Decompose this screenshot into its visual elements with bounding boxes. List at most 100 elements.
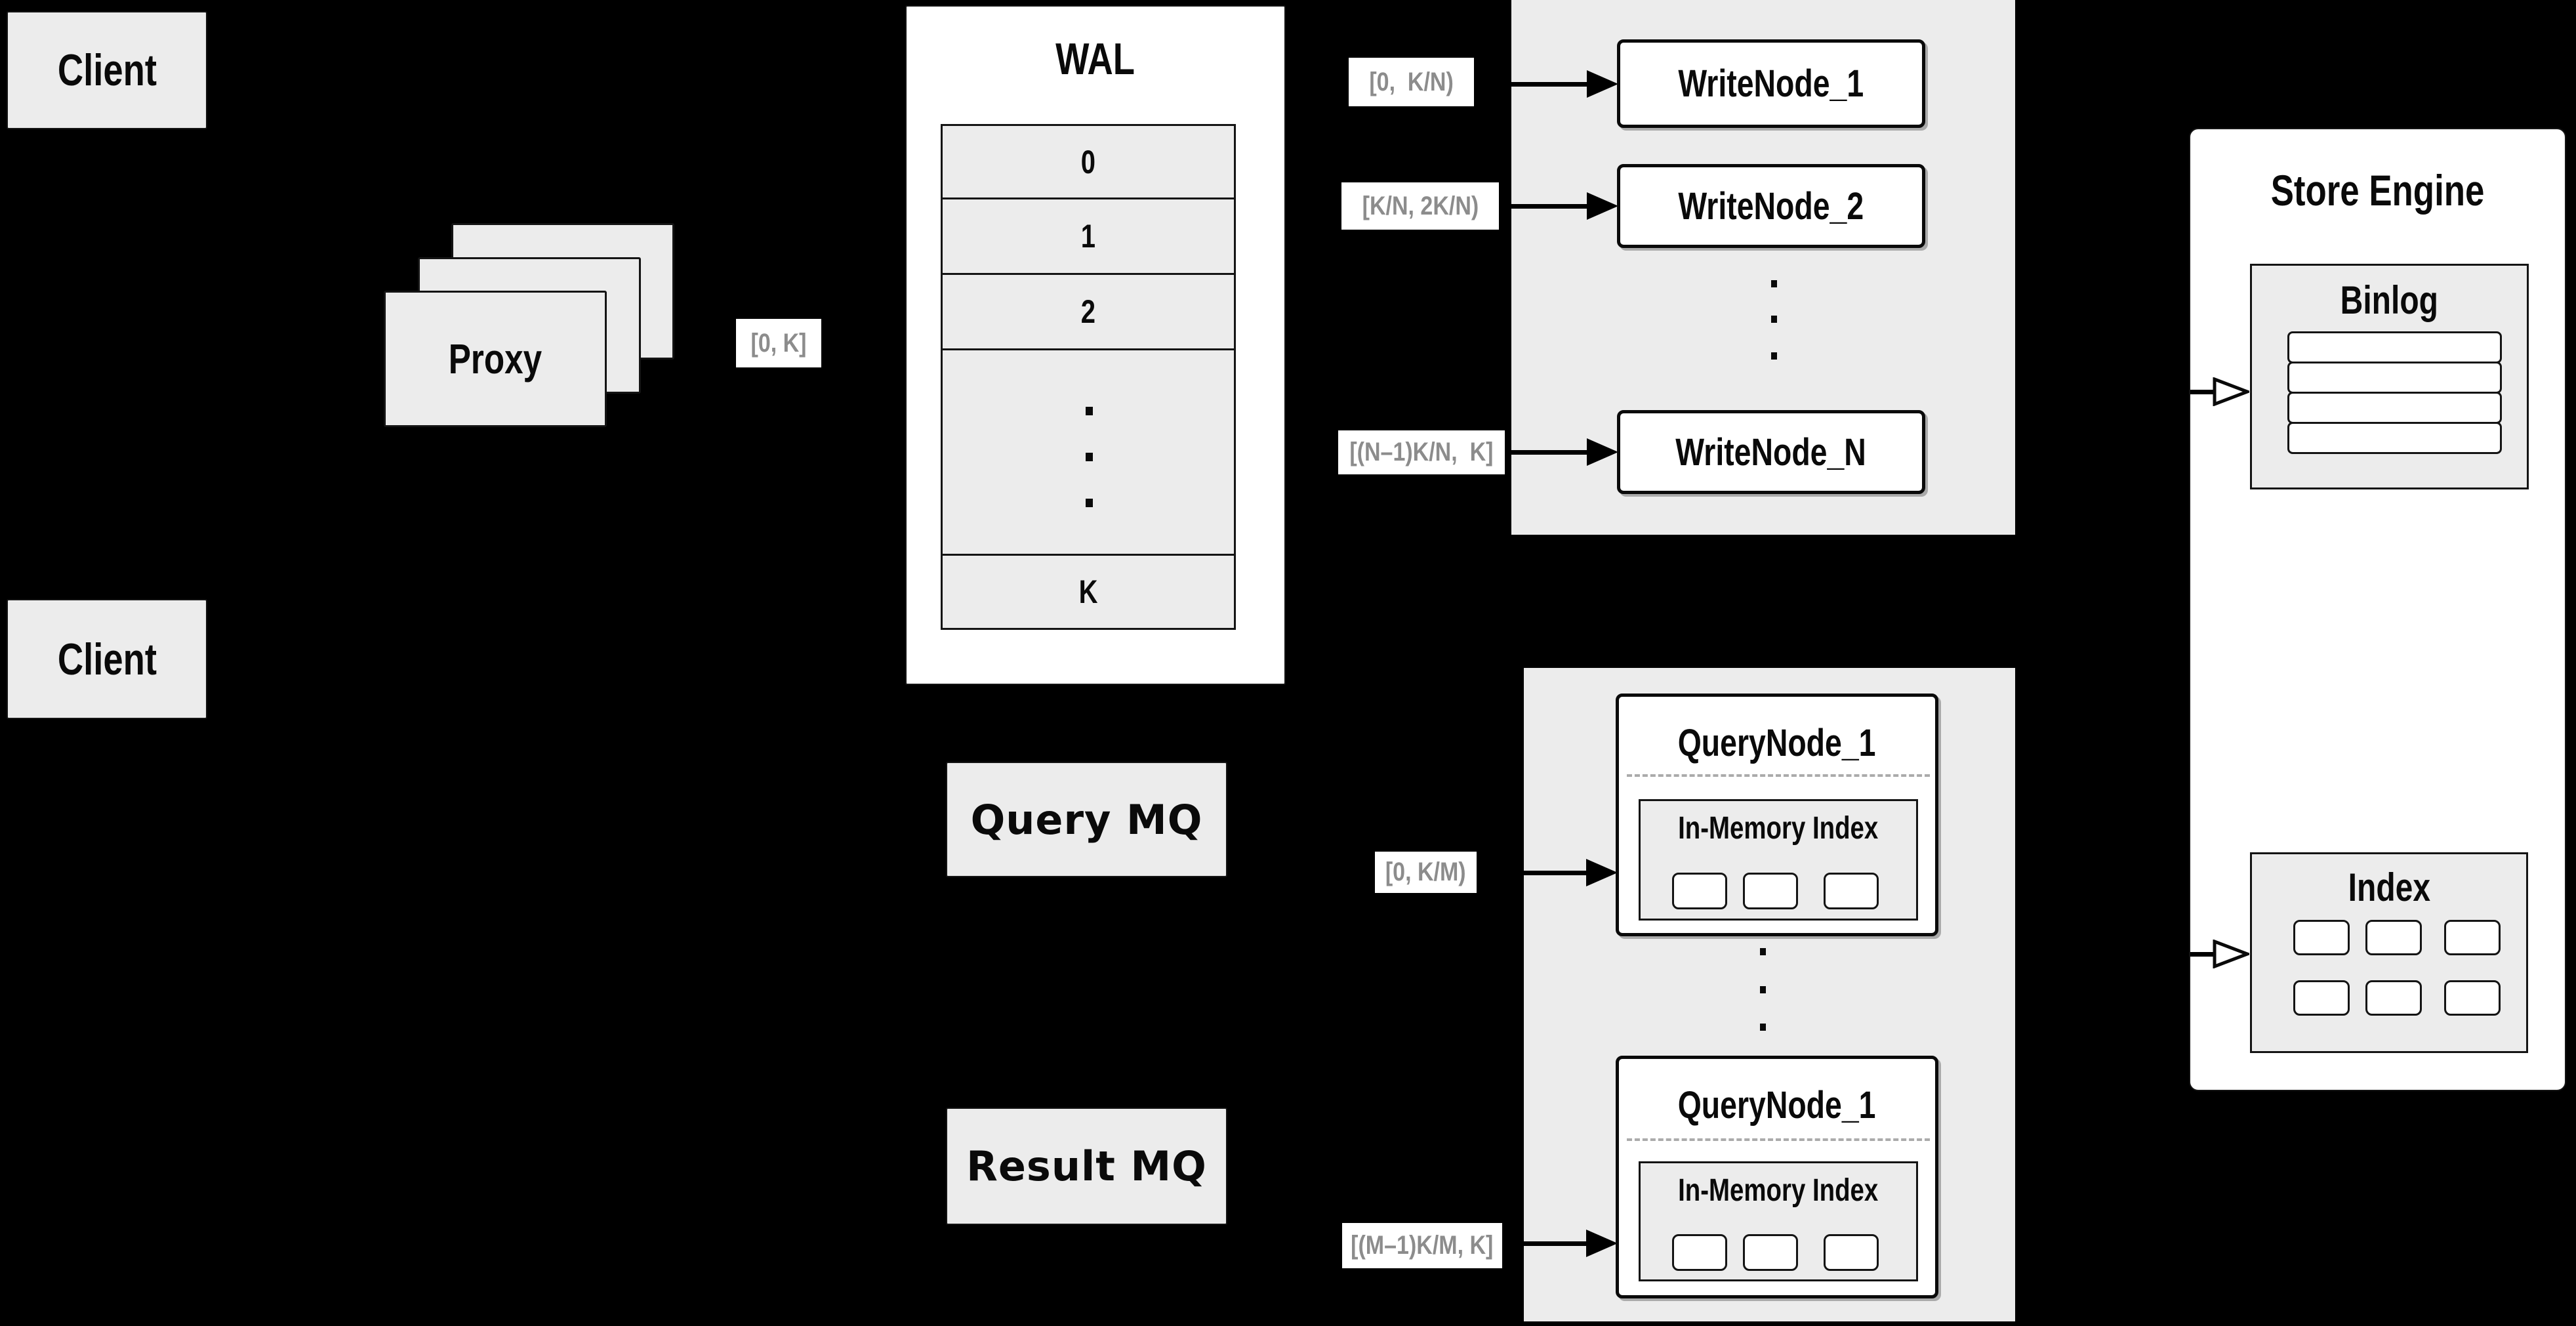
arrow-line <box>2190 952 2215 957</box>
wal-panel: WAL 0 1 2 K <box>905 5 1286 685</box>
client-top-label: Client <box>57 45 157 95</box>
index-segment <box>2293 980 2350 1016</box>
range-label-writenode-2: [K/N, 2K/N) <box>1341 182 1499 230</box>
arrow-head-icon <box>1587 438 1618 466</box>
ellipsis-dot <box>1086 453 1093 461</box>
range-label-querynode-2-text: [(M–1)K/M, K] <box>1351 1231 1494 1260</box>
index-segment <box>1824 1234 1879 1271</box>
arrow-line <box>1511 450 1587 455</box>
index-segment <box>2293 920 2350 955</box>
range-label-writenode-n: [(N–1)K/N, K] <box>1338 430 1505 474</box>
in-memory-index-title-text: In-Memory Index <box>1678 1172 1879 1208</box>
wal-row-k: K <box>943 556 1234 628</box>
in-memory-index-box: In-Memory Index <box>1639 799 1918 921</box>
index-segment <box>1824 873 1879 909</box>
binlog-title-text: Binlog <box>2340 278 2439 322</box>
arrow-line <box>1511 204 1587 209</box>
wal-row-1: 1 <box>943 199 1234 275</box>
ellipsis-dot <box>1760 1024 1766 1031</box>
query-node-cluster: QueryNode_1 In-Memory Index QueryNode_1 <box>1524 668 2015 1321</box>
dashed-divider <box>1627 1138 1930 1141</box>
range-label-writenode-1-text: [0, K/N) <box>1369 67 1454 96</box>
query-node-2-title: QueryNode_1 <box>1619 1075 1935 1134</box>
arrow-head-icon <box>1587 192 1618 220</box>
client-bottom-label: Client <box>57 634 157 684</box>
wal-row-k-label: K <box>1078 573 1098 610</box>
index-segment <box>1672 1234 1727 1271</box>
write-node-2: WriteNode_2 <box>1617 164 1925 248</box>
index-segment <box>2365 920 2422 955</box>
write-node-cluster: WriteNode_1 WriteNode_2 WriteNode_N <box>1511 0 2015 535</box>
ellipsis-dot <box>1760 986 1766 993</box>
hollow-arrow-head-icon <box>2213 940 2249 968</box>
arrow-line <box>1524 1241 1586 1246</box>
wal-row-0: 0 <box>943 126 1234 199</box>
store-engine-title: Store Engine <box>2190 159 2565 221</box>
arrow-head-icon <box>1587 70 1618 98</box>
index-segment <box>2444 920 2501 955</box>
in-memory-index-title: In-Memory Index <box>1641 806 1916 850</box>
query-node-1-title-text: QueryNode_1 <box>1678 721 1876 764</box>
wal-title: WAL <box>907 26 1284 92</box>
arrow-head-icon <box>1586 859 1618 886</box>
wal-row-2-label: 2 <box>1080 293 1096 330</box>
index-segment <box>2444 980 2501 1016</box>
hollow-arrow-head-icon <box>2213 377 2249 406</box>
binlog-title: Binlog <box>2252 274 2527 326</box>
range-label-writenode-1: [0, K/N) <box>1349 58 1474 106</box>
proxy-node: Proxy <box>384 291 607 427</box>
query-node-2: QueryNode_1 In-Memory Index <box>1616 1056 1938 1298</box>
arrow-line <box>2190 390 2215 394</box>
write-node-n: WriteNode_N <box>1617 410 1925 494</box>
binlog-row <box>2287 422 2502 454</box>
result-mq-node: Result MQ <box>946 1108 1227 1225</box>
index-segment <box>1743 873 1798 909</box>
wal-row-2: 2 <box>943 275 1234 350</box>
query-node-1-title: QueryNode_1 <box>1619 713 1935 772</box>
in-memory-index-title: In-Memory Index <box>1641 1169 1916 1212</box>
binlog-row <box>2287 331 2502 363</box>
ellipsis-dot <box>1086 499 1093 507</box>
dashed-divider <box>1627 774 1930 777</box>
arrow-head-icon <box>1586 1230 1618 1257</box>
ellipsis-dot <box>1760 948 1766 955</box>
binlog-row <box>2287 392 2502 424</box>
range-label-querynode-1: [0, K/M) <box>1375 852 1477 893</box>
wal-row-ellipsis <box>943 350 1234 556</box>
range-label-querynode-1-text: [0, K/M) <box>1385 858 1466 886</box>
index-segment <box>2365 980 2422 1016</box>
query-mq-node: Query MQ <box>946 762 1227 877</box>
query-node-1: QueryNode_1 In-Memory Index <box>1616 694 1938 936</box>
ellipsis-dot <box>1771 316 1777 323</box>
arrow-line <box>1524 871 1586 875</box>
result-mq-label: Result MQ <box>966 1142 1207 1190</box>
index-title: Index <box>2252 861 2526 913</box>
range-label-querynode-2: [(M–1)K/M, K] <box>1342 1223 1502 1268</box>
range-label-proxy-wal-text: [0, K] <box>750 328 807 358</box>
wal-title-text: WAL <box>1055 34 1135 84</box>
client-node-top: Client <box>7 11 207 129</box>
in-memory-index-box: In-Memory Index <box>1639 1161 1918 1281</box>
ellipsis-dot <box>1086 407 1093 415</box>
query-node-2-title-text: QueryNode_1 <box>1678 1083 1876 1127</box>
wal-segment-table: 0 1 2 K <box>941 124 1236 630</box>
binlog-row <box>2287 362 2502 394</box>
range-label-writenode-2-text: [K/N, 2K/N) <box>1362 191 1479 220</box>
binlog-rows <box>2287 331 2502 454</box>
store-engine-panel: Store Engine Binlog Index <box>2189 128 2566 1091</box>
binlog-box: Binlog <box>2250 264 2529 489</box>
proxy-label: Proxy <box>448 335 542 383</box>
wal-row-1-label: 1 <box>1080 218 1096 255</box>
index-segment <box>1672 873 1727 909</box>
index-box: Index <box>2250 852 2528 1053</box>
query-mq-label: Query MQ <box>970 795 1203 844</box>
write-node-1: WriteNode_1 <box>1617 39 1925 128</box>
write-node-2-label: WriteNode_2 <box>1678 184 1864 228</box>
store-engine-title-text: Store Engine <box>2270 165 2485 215</box>
index-segment <box>1743 1234 1798 1271</box>
ellipsis-dot <box>1771 352 1777 360</box>
range-label-proxy-wal: [0, K] <box>736 319 821 367</box>
write-node-1-label: WriteNode_1 <box>1678 62 1864 105</box>
client-node-bottom: Client <box>7 599 207 719</box>
